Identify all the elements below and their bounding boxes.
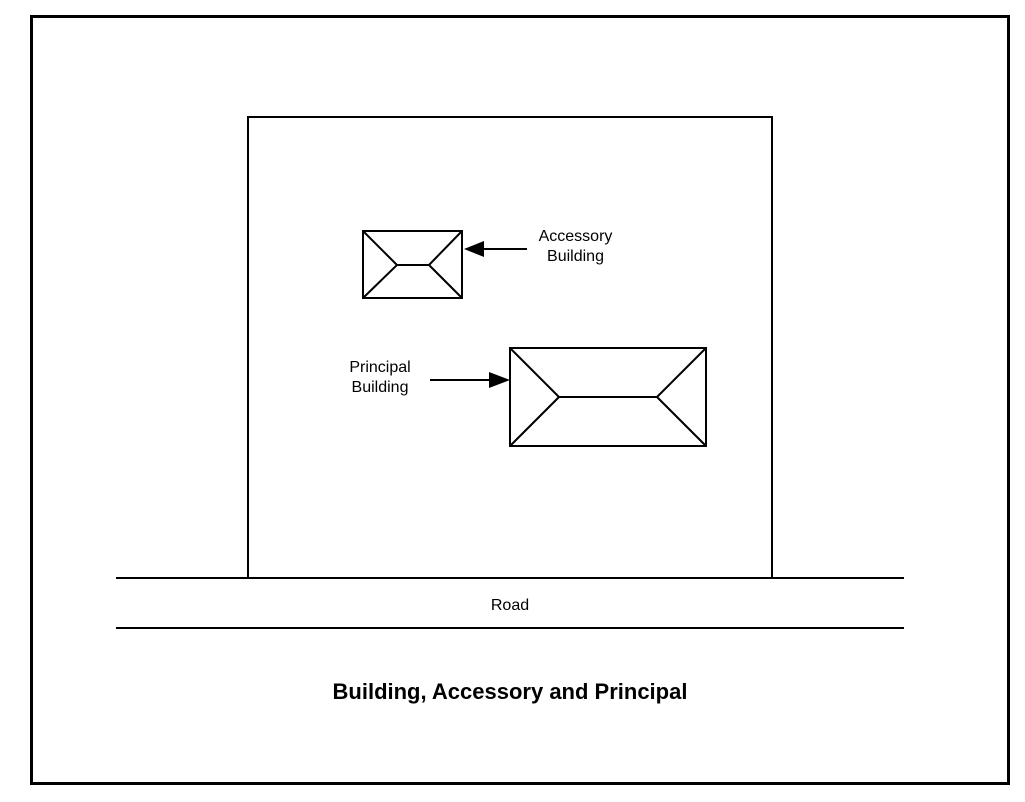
principal-arrowhead [489,372,510,388]
principal-label-line-2: Building [351,379,409,396]
principal-label-line-1: Principal [349,359,411,376]
accessory-label-line-2: Building [547,248,604,265]
accessory-label-line-1: Accessory [538,228,613,245]
diagram-title: Building, Accessory and Principal [332,679,688,704]
accessory-building [362,230,463,299]
principal-building-label: Principal Building [325,358,435,398]
lot-boundary [247,116,773,578]
accessory-arrowhead [464,241,484,257]
principal-building [509,347,707,447]
road-label: Road [490,597,530,614]
figure-frame [30,15,1010,785]
accessory-building-label: Accessory Building [518,227,633,267]
